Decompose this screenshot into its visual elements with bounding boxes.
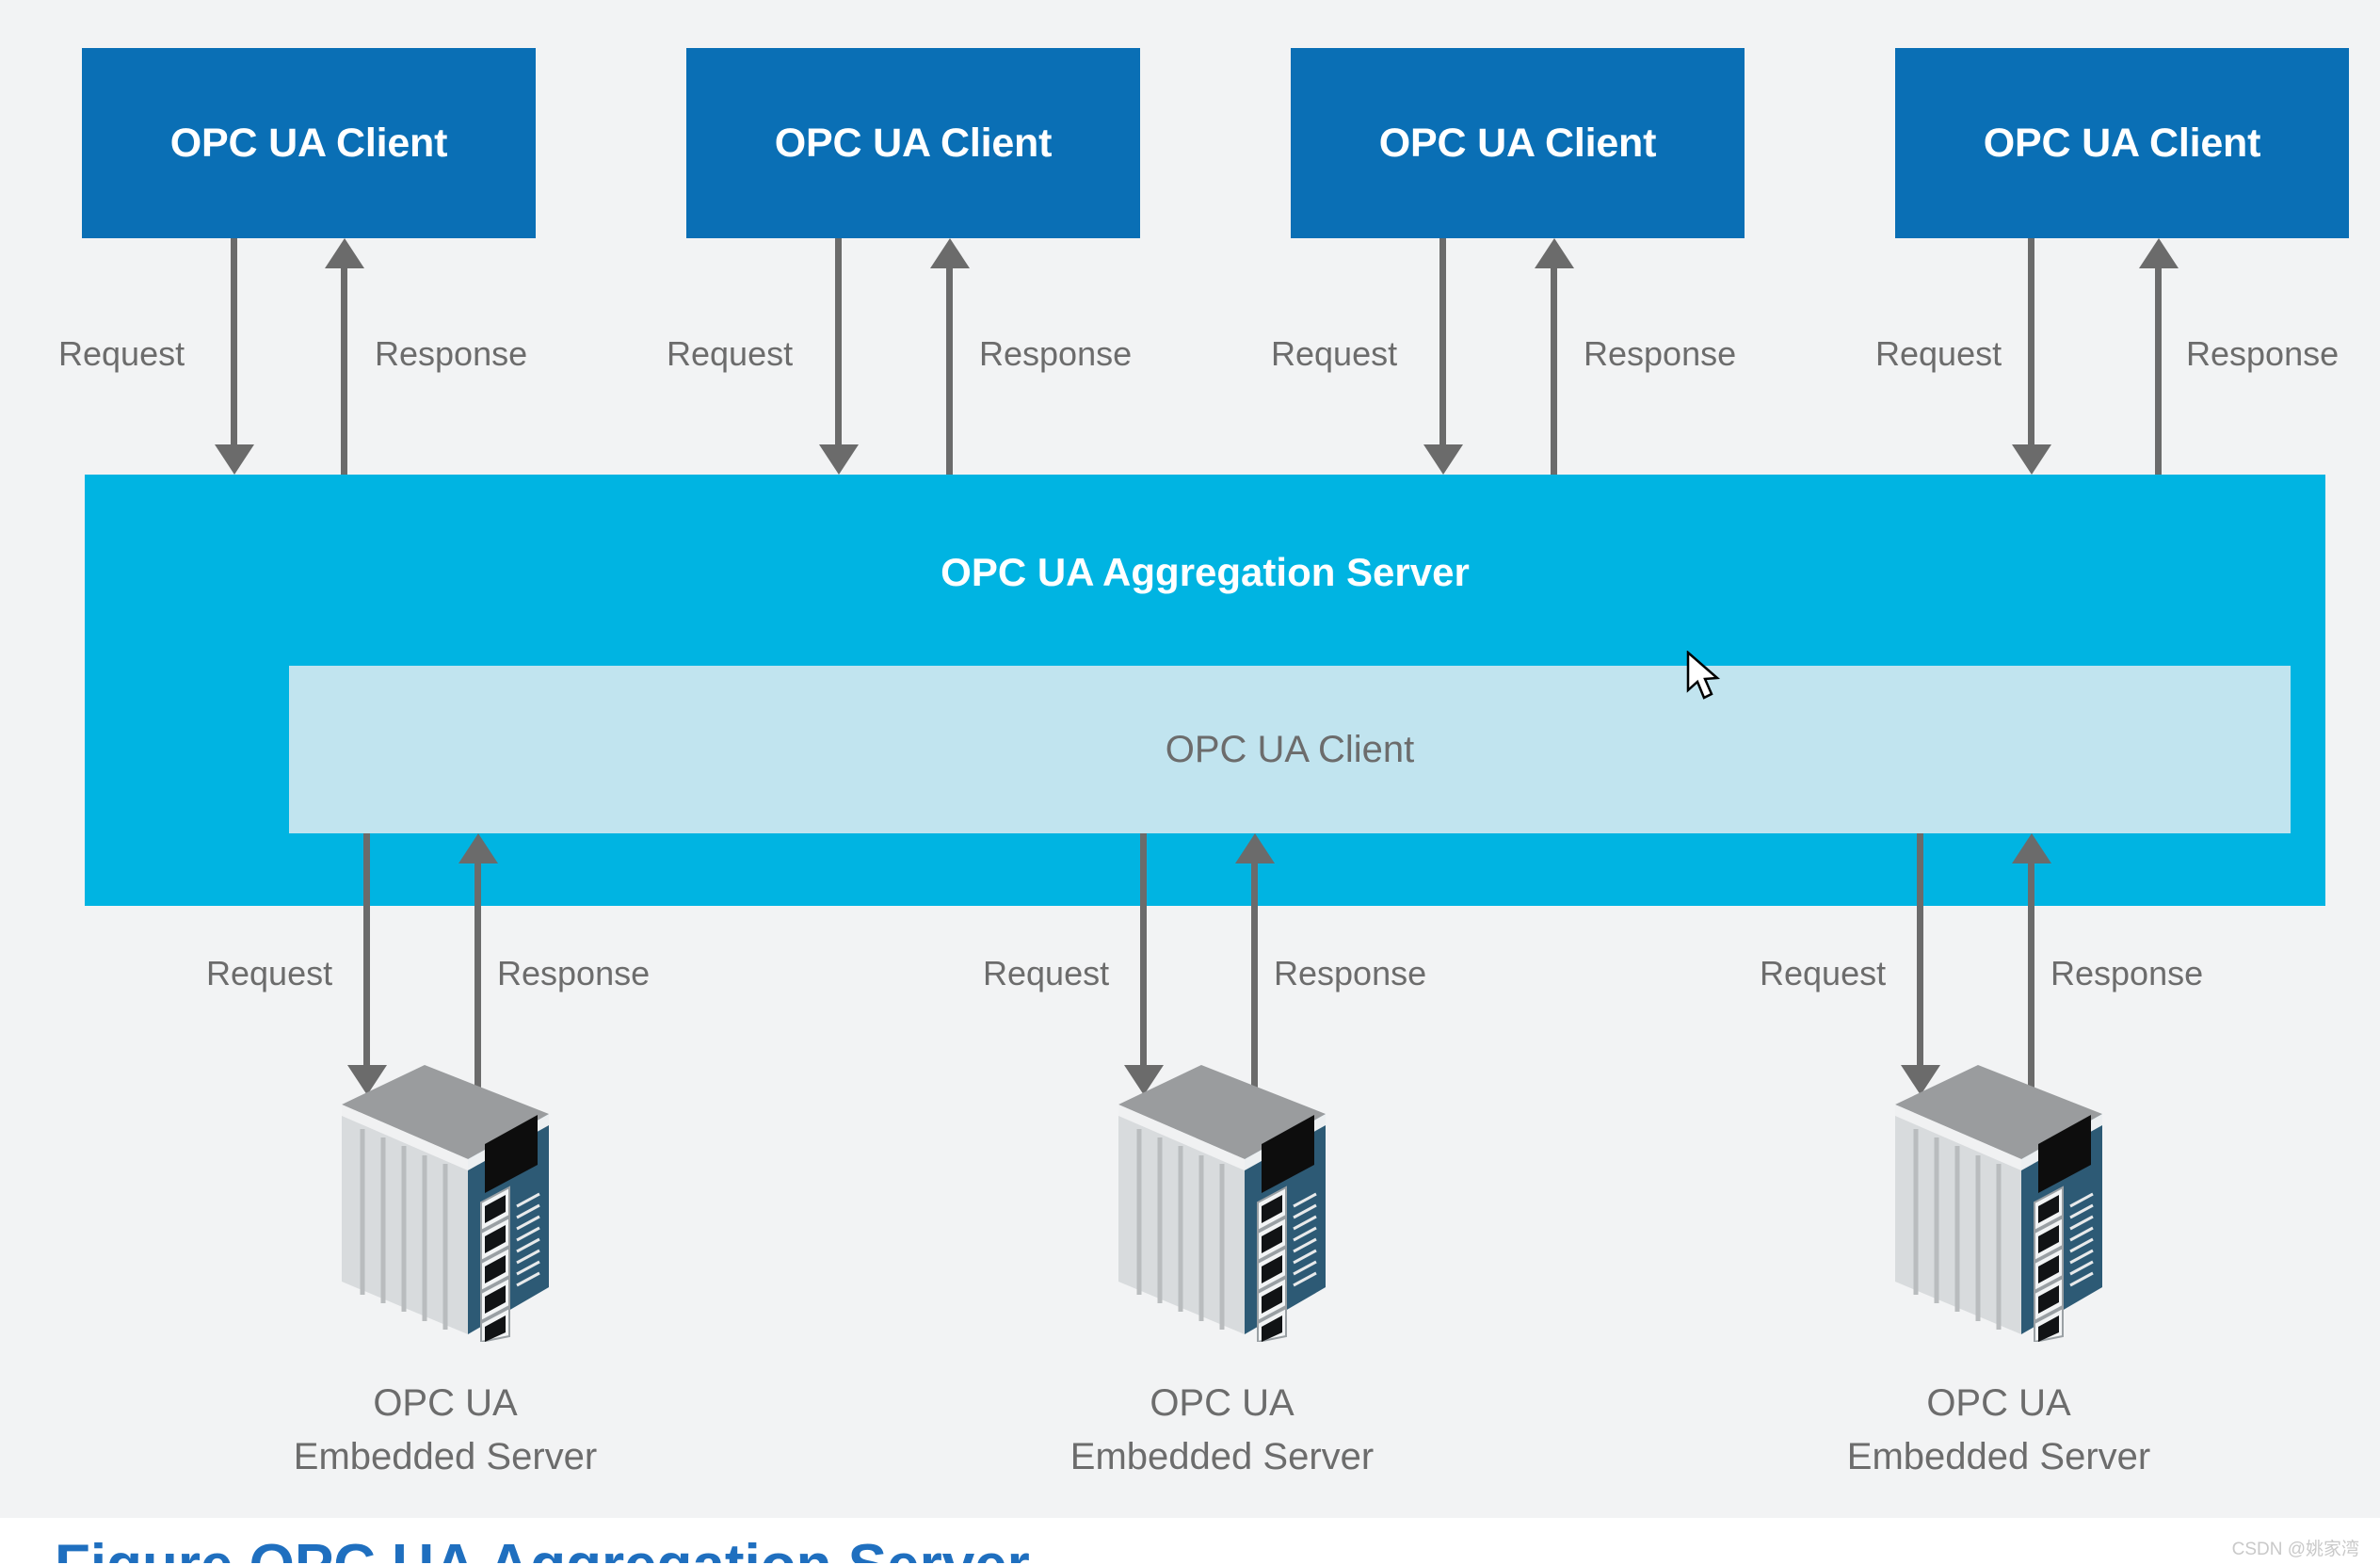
opc-ua-client-box-3[interactable]: OPC UA Client: [1291, 48, 1745, 238]
opc-ua-client-label-4: OPC UA Client: [1983, 120, 2261, 166]
page-bottom-strip: [0, 1518, 2380, 1565]
opc-ua-client-label-1: OPC UA Client: [169, 120, 448, 166]
request-label-client-4: Request: [1875, 334, 2002, 373]
response-arrow-embedded-1: [458, 833, 498, 1095]
csdn-watermark: CSDN @姚家湾: [2231, 1540, 2359, 1559]
industrial-switch-icon-2: [1111, 1059, 1333, 1342]
aggregation-inner-client-label: OPC UA Client: [1165, 728, 1415, 770]
request-label-embedded-2: Request: [983, 954, 1110, 992]
embedded-server-caption-1: OPC UA Embedded Server: [229, 1377, 662, 1484]
opc-ua-client-label-3: OPC UA Client: [1378, 120, 1657, 166]
request-label-embedded-3: Request: [1760, 954, 1887, 992]
response-arrow-client-2: [930, 238, 970, 475]
response-arrow-client-4: [2139, 238, 2179, 475]
aggregation-inner-client-box[interactable]: OPC UA Client: [289, 666, 2291, 833]
industrial-switch-icon-1: [334, 1059, 556, 1342]
response-arrow-embedded-2: [1235, 833, 1275, 1095]
response-arrow-client-3: [1535, 238, 1574, 475]
embedded-server-caption-1-line1: OPC UA: [373, 1382, 518, 1424]
request-label-client-3: Request: [1271, 334, 1398, 373]
embedded-server-caption-3-line1: OPC UA: [1926, 1382, 2071, 1424]
industrial-switch-icon-3: [1888, 1059, 2110, 1342]
opc-ua-client-box-1[interactable]: OPC UA Client: [82, 48, 536, 238]
embedded-server-caption-2: OPC UA Embedded Server: [1005, 1377, 1439, 1484]
request-label-client-2: Request: [667, 334, 794, 373]
response-label-embedded-2: Response: [1274, 954, 1427, 992]
embedded-server-caption-1-line2: Embedded Server: [293, 1436, 598, 1477]
response-label-client-2: Response: [979, 334, 1133, 373]
aggregation-server-title: OPC UA Aggregation Server: [941, 550, 1470, 594]
response-label-client-1: Response: [375, 334, 528, 373]
request-arrow-embedded-1: [347, 833, 387, 1095]
embedded-server-caption-2-line2: Embedded Server: [1069, 1436, 1375, 1477]
request-arrow-client-4: [2012, 238, 2051, 475]
response-arrow-embedded-3: [2012, 833, 2051, 1095]
embedded-server-caption-3-line2: Embedded Server: [1846, 1436, 2151, 1477]
request-label-client-1: Request: [58, 334, 185, 373]
opc-ua-client-box-2[interactable]: OPC UA Client: [686, 48, 1140, 238]
response-label-embedded-3: Response: [2050, 954, 2204, 992]
request-arrow-embedded-2: [1124, 833, 1164, 1095]
opc-ua-client-box-4[interactable]: OPC UA Client: [1895, 48, 2349, 238]
embedded-server-caption-3: OPC UA Embedded Server: [1782, 1377, 2215, 1484]
response-label-embedded-1: Response: [497, 954, 651, 992]
request-arrow-client-2: [819, 238, 859, 475]
request-label-embedded-1: Request: [206, 954, 333, 992]
embedded-server-caption-2-line1: OPC UA: [1150, 1382, 1295, 1424]
response-label-client-3: Response: [1584, 334, 1737, 373]
response-label-client-4: Response: [2186, 334, 2340, 373]
cut-off-figure-heading: Figure OPC UA Aggregation Server: [55, 1529, 1030, 1563]
request-arrow-client-3: [1423, 238, 1463, 475]
opc-ua-client-label-2: OPC UA Client: [774, 120, 1053, 166]
request-arrow-embedded-3: [1901, 833, 1940, 1095]
response-arrow-client-1: [325, 238, 364, 475]
request-arrow-client-1: [215, 238, 254, 475]
opc-ua-aggregation-server-band[interactable]: OPC UA Aggregation Server OPC UA Client: [85, 475, 2325, 906]
